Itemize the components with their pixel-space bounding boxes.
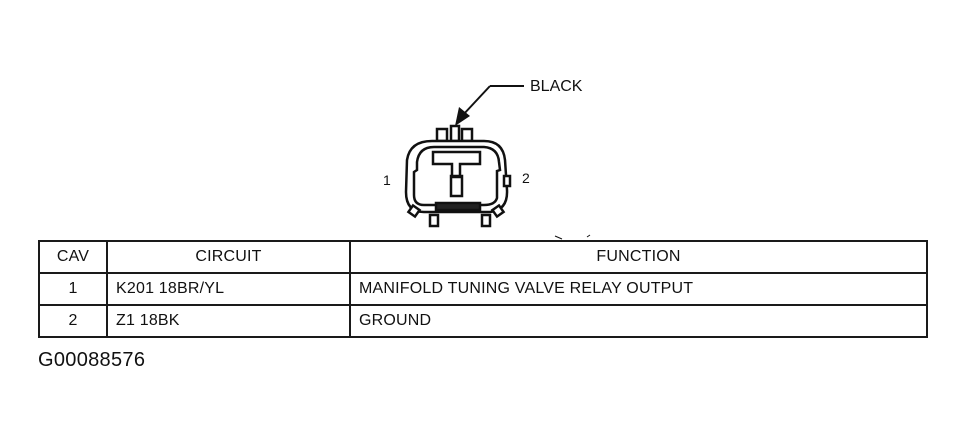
callout-label-black: BLACK <box>530 78 583 95</box>
cell-function: MANIFOLD TUNING VALVE RELAY OUTPUT <box>349 272 928 306</box>
cavity-label-1: 1 <box>383 172 391 188</box>
cell-function: GROUND <box>349 304 928 338</box>
table-header-row: CAV CIRCUIT FUNCTION <box>38 240 928 274</box>
table-row: 1 K201 18BR/YL MANIFOLD TUNING VALVE REL… <box>38 272 928 306</box>
cavity-label-2: 2 <box>522 170 530 186</box>
connector-body <box>404 124 512 228</box>
callout-leader <box>461 85 524 117</box>
callout-arrowhead <box>455 107 470 126</box>
cell-circuit: Z1 18BK <box>106 304 351 338</box>
stray-marks <box>554 234 591 240</box>
cell-circuit: K201 18BR/YL <box>106 272 351 306</box>
cell-cav: 2 <box>38 304 108 338</box>
pinout-table: CAV CIRCUIT FUNCTION 1 K201 18BR/YL MANI… <box>38 240 928 338</box>
header-function: FUNCTION <box>349 240 928 274</box>
figure-id: G00088576 <box>38 349 146 371</box>
header-cav: CAV <box>38 240 108 274</box>
table-row: 2 Z1 18BK GROUND <box>38 304 928 338</box>
header-circuit: CIRCUIT <box>106 240 351 274</box>
cell-cav: 1 <box>38 272 108 306</box>
